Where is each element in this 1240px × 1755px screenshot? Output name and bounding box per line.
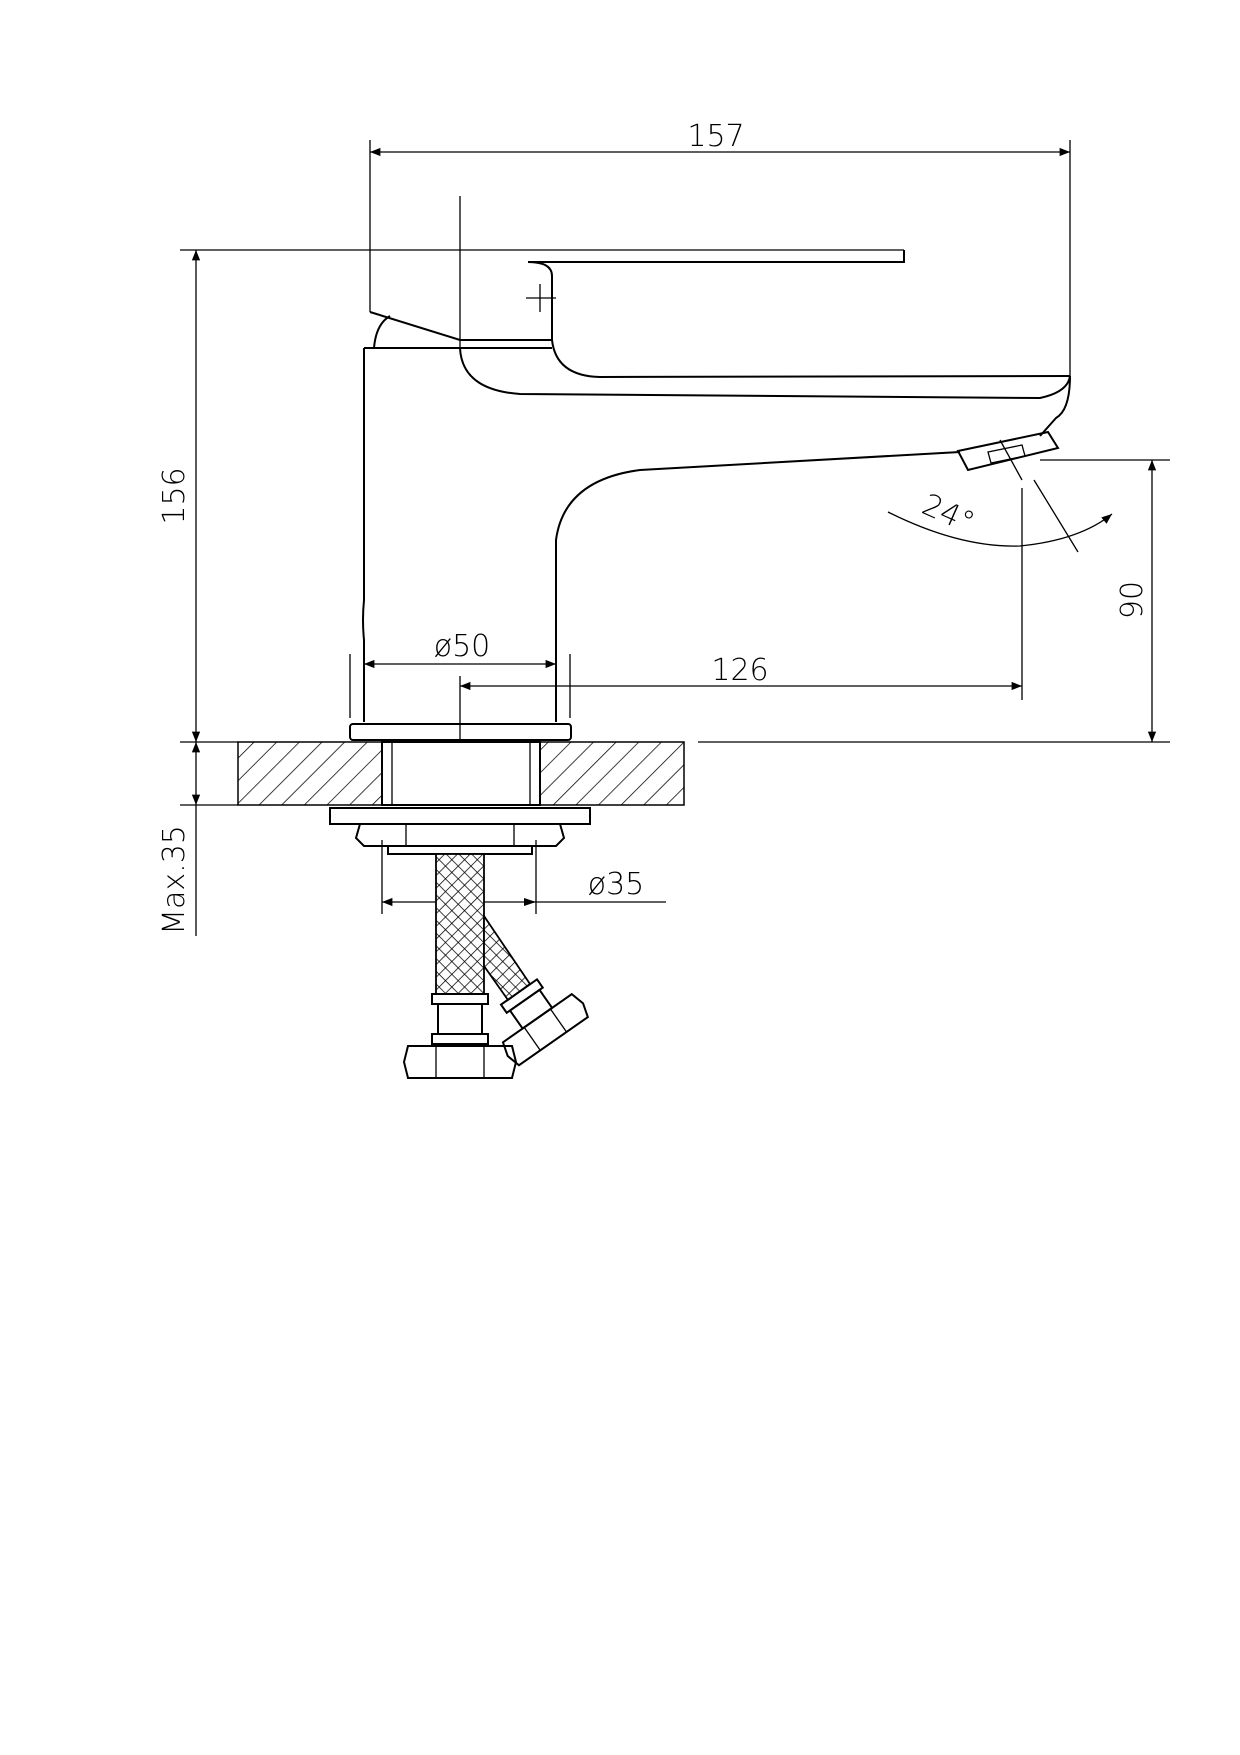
dimension-126: 126 bbox=[459, 488, 1023, 750]
faucet-body bbox=[362, 339, 1071, 722]
countertop-section bbox=[237, 723, 685, 855]
supply-hoses bbox=[402, 853, 590, 1079]
dimension-label-max-35: Max.35 bbox=[157, 825, 192, 935]
dimension-label-126: 126 bbox=[711, 653, 768, 688]
dimension-angle-24: 24° bbox=[887, 479, 1113, 553]
dimension-max-35: Max.35 bbox=[157, 741, 238, 936]
dimension-label-156: 156 bbox=[157, 467, 192, 524]
dimension-157: 157 bbox=[369, 119, 1071, 376]
aerator bbox=[956, 430, 1060, 481]
dimension-90: 90 bbox=[698, 459, 1170, 743]
dimension-label-24: 24° bbox=[917, 487, 980, 541]
dimension-diameter-50: ø50 bbox=[349, 629, 571, 718]
dimension-label-90: 90 bbox=[1115, 581, 1150, 619]
dimension-label-157: 157 bbox=[687, 119, 744, 154]
lever-handle bbox=[369, 250, 905, 349]
dimension-label-diameter-50: ø50 bbox=[434, 629, 491, 664]
dimension-156: 156 bbox=[157, 249, 904, 742]
dimension-diameter-35: ø35 bbox=[381, 840, 666, 914]
dimension-label-diameter-35: ø35 bbox=[588, 867, 645, 902]
